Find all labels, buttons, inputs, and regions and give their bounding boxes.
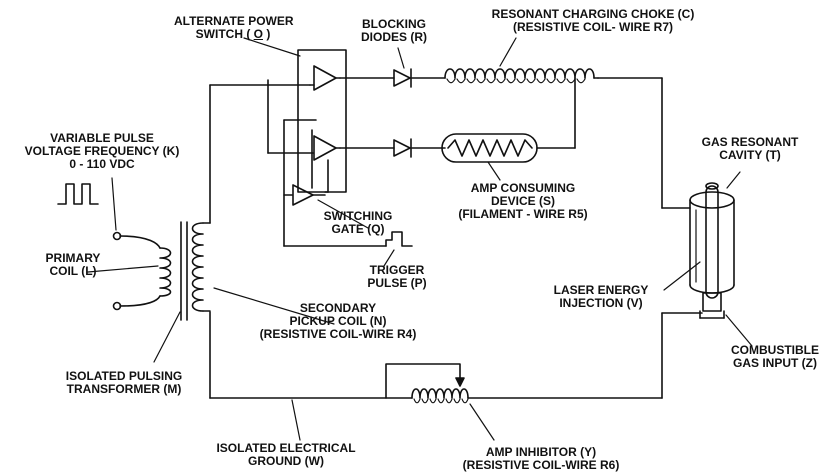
amplifier-triangle-icon	[314, 66, 336, 90]
transformer-core	[181, 222, 187, 320]
switching-gate-label: SWITCHING GATE (Q)	[323, 209, 393, 236]
square-pulse-icon	[386, 232, 412, 246]
primary-coil-label: PRIMARY COIL (L)	[45, 251, 101, 278]
gas-resonant-cavity-label: GAS RESONANT CAVITY (T)	[701, 135, 799, 162]
amp-inhibitor-label: AMP INHIBITOR (Y) (RESISTIVE COIL-WIRE R…	[462, 445, 620, 472]
coil-icon	[193, 223, 204, 311]
leader-lines	[88, 38, 752, 440]
resonant-charging-choke-coil	[445, 69, 598, 83]
amplifier-triangle-icon	[293, 185, 313, 205]
blocking-diode-bottom	[394, 139, 411, 157]
combustible-gas-input-label: COMBUSTIBLE GAS INPUT (Z)	[731, 343, 819, 370]
isolated-electrical-ground-label: ISOLATED ELECTRICAL GROUND (W)	[216, 441, 356, 468]
variable-pulse-label: VARIABLE PULSE VOLTAGE FREQUENCY (K) 0 -…	[24, 131, 180, 171]
laser-energy-injection-label: LASER ENERGY INJECTION (V)	[553, 283, 649, 310]
blocking-diode-top	[394, 69, 411, 87]
alternate-power-switch	[298, 50, 346, 192]
secondary-pickup-coil-label: SECONDARY PICKUP COIL (N) (RESISTIVE COI…	[259, 301, 417, 341]
isolated-pulsing-transformer-label: ISOLATED PULSING TRANSFORMER (M)	[65, 369, 183, 396]
alternate-power-switch-label: ALTERNATE POWER SWITCH ( O )	[174, 14, 294, 41]
gas-resonant-cavity	[690, 183, 734, 318]
coil-icon	[412, 389, 468, 398]
blocking-diodes-label: BLOCKING DIODES (R)	[361, 17, 427, 44]
amp-inhibitor-coil	[386, 364, 468, 403]
square-pulse-icon	[58, 184, 98, 204]
diode-icon	[394, 140, 410, 156]
diode-icon	[394, 70, 410, 86]
resonant-charging-choke-label: RESONANT CHARGING CHOKE (C) (RESISTIVE C…	[491, 7, 695, 34]
amp-consuming-device	[442, 134, 575, 162]
trigger-pulse-label: TRIGGER PULSE (P)	[367, 263, 427, 290]
switching-gate-amplifier	[293, 185, 325, 205]
coil-icon	[160, 248, 171, 296]
circuit-wires	[210, 78, 702, 398]
secondary-pickup-coil	[193, 223, 211, 311]
primary-input	[58, 184, 171, 310]
amplifier-triangle-icon	[314, 136, 336, 160]
amp-consuming-device-label: AMP CONSUMING DEVICE (S) (FILAMENT - WIR…	[458, 181, 588, 221]
coil-icon	[445, 69, 594, 78]
